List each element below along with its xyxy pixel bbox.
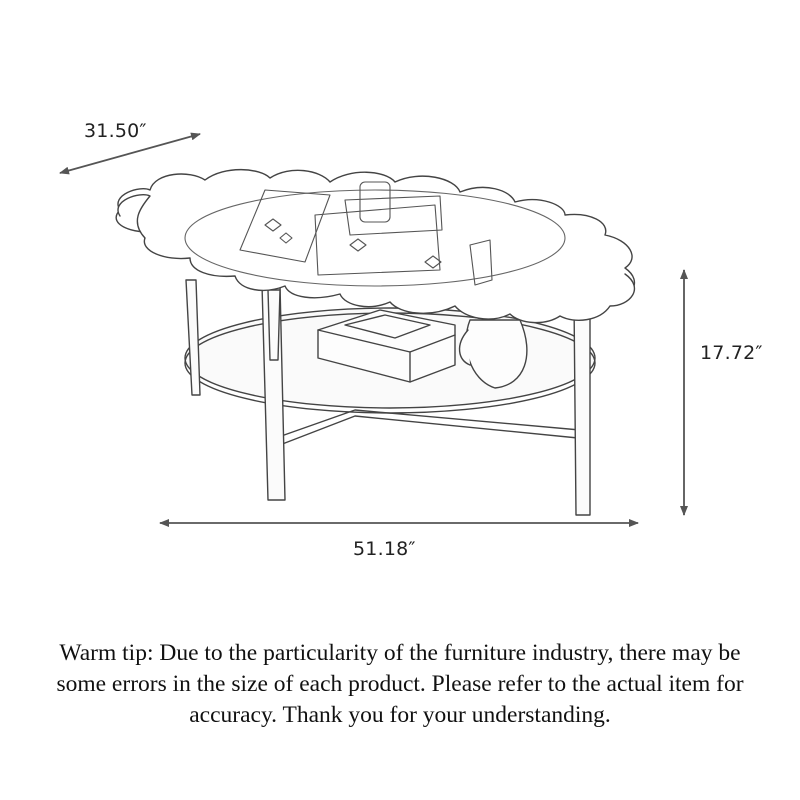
height-dimension-label: 17.72″ xyxy=(700,342,763,364)
books-on-shelf xyxy=(317,309,456,383)
items-on-glass-top xyxy=(239,181,493,286)
tip-line-1: Warm tip: Due to the particularity of th… xyxy=(59,640,741,666)
depth-dimension-arrow xyxy=(59,132,201,175)
tip-line-2: some errors in the size of each product.… xyxy=(56,671,744,697)
scalloped-tabletop xyxy=(115,169,636,324)
tip-line-3: accuracy. Thank you for your understandi… xyxy=(189,702,611,728)
warm-tip-note: Warm tip: Due to the particularity of th… xyxy=(0,638,800,731)
depth-dimension-label: 31.50″ xyxy=(84,120,147,142)
glass-cup xyxy=(359,181,391,223)
base-stretcher xyxy=(269,409,581,449)
decorative-vase xyxy=(458,319,528,389)
width-dimension-label: 51.18″ xyxy=(353,538,416,560)
